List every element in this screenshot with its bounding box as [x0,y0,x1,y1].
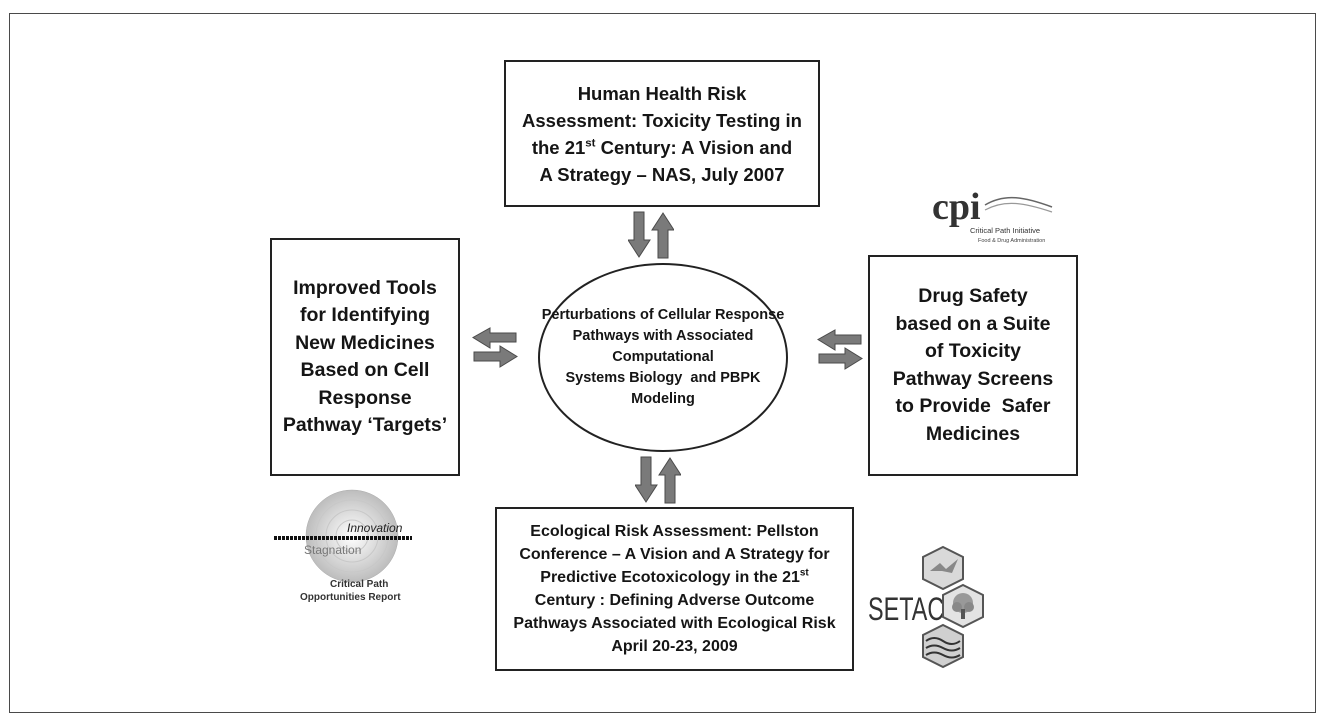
cpi-logo: cpi Critical Path Initiative Food & Drug… [930,185,1055,245]
left-box-line-1: Improved Tools [293,276,437,299]
center-line-5: Modeling [631,391,695,407]
right-left-right-arrows-icon [817,329,863,370]
center-line-1: Perturbations of Cellular [541,307,711,323]
setac-logo: SETAC [868,545,988,695]
figure-frame [9,13,1316,713]
bottom-box-line-1: Ecological Risk Assessment: Pellston [530,523,819,540]
right-box-line-5: to Provide Safer [895,395,1051,417]
svg-text:SETAC: SETAC [868,590,944,627]
top-box-line-1: Human Health Risk [577,82,747,104]
innovation-stagnation-graphic: Innovation Stagnation Critical Path Oppo… [274,489,412,603]
svg-text:Opportunities Report: Opportunities Report [300,592,401,603]
left-box-line-2: for Identifying [300,304,430,326]
right-box-line-6: Medicines [925,422,1021,445]
right-box-line-2: based on a Suite [895,312,1051,335]
svg-text:Critical Path: Critical Path [330,579,388,590]
bottom-box-line-2: Conference – A Vision and A Strategy for [519,546,830,563]
svg-text:Critical Path Initiative: Critical Path Initiative [970,226,1040,235]
svg-text:Stagnation: Stagnation [304,543,361,557]
drug-safety-box: Drug Safety based on a Suite of Toxicity… [868,255,1078,476]
center-line-3: Associated Computational [612,328,754,365]
right-box-line-4: Pathway Screens [892,367,1054,390]
right-box-line-3: of Toxicity [924,340,1022,362]
perturbations-ellipse: Perturbations of Cellular Response Pathw… [538,263,788,452]
superscript: st [585,137,596,150]
top-down-up-arrows-icon [628,211,674,259]
ecological-risk-box: Ecological Risk Assessment: Pellston Con… [495,507,854,671]
left-box-line-4: Based on Cell [300,359,430,381]
svg-text:Innovation: Innovation [347,521,403,535]
center-line-2: Response Pathways with [572,307,785,344]
top-box-line-3: the 21st Century: A Vision and [531,136,793,158]
bottom-box-line-5: Pathways Associated with Ecological Risk [513,615,836,632]
right-box-line-1: Drug Safety [918,285,1028,307]
superscript: st [799,567,809,579]
bottom-box-line-3: Predictive Ecotoxicology in the 21st [540,567,809,586]
critical-path-report-logo: Innovation Stagnation Critical Path Oppo… [272,488,422,608]
setac-hexagon-mark: SETAC [868,545,984,669]
cpi-logo-mark: cpi Critical Path Initiative Food & Drug… [932,186,1053,244]
human-health-risk-box: Human Health Risk Assessment: Toxicity T… [504,60,820,207]
left-box-line-3: New Medicines [295,331,435,354]
svg-text:Food & Drug Administration: Food & Drug Administration [978,238,1045,244]
improved-tools-box: Improved Tools for Identifying New Medic… [270,238,460,476]
svg-text:cpi: cpi [932,186,981,228]
top-box-line-2: Assessment: Toxicity Testing in [522,109,802,131]
center-line-4: Systems Biology and PBPK [565,370,761,386]
bottom-box-line-4: Century : Defining Adverse Outcome [534,592,815,609]
bottom-box-line-6: April 20-23, 2009 [611,638,738,655]
left-box-line-5: Response [318,386,412,409]
top-box-line-4: A Strategy – NAS, July 2007 [539,163,785,185]
bottom-down-up-arrows-icon [635,456,681,504]
left-left-right-arrows-icon [472,327,518,368]
left-box-line-6: Pathway ‘Targets’ [282,414,448,436]
